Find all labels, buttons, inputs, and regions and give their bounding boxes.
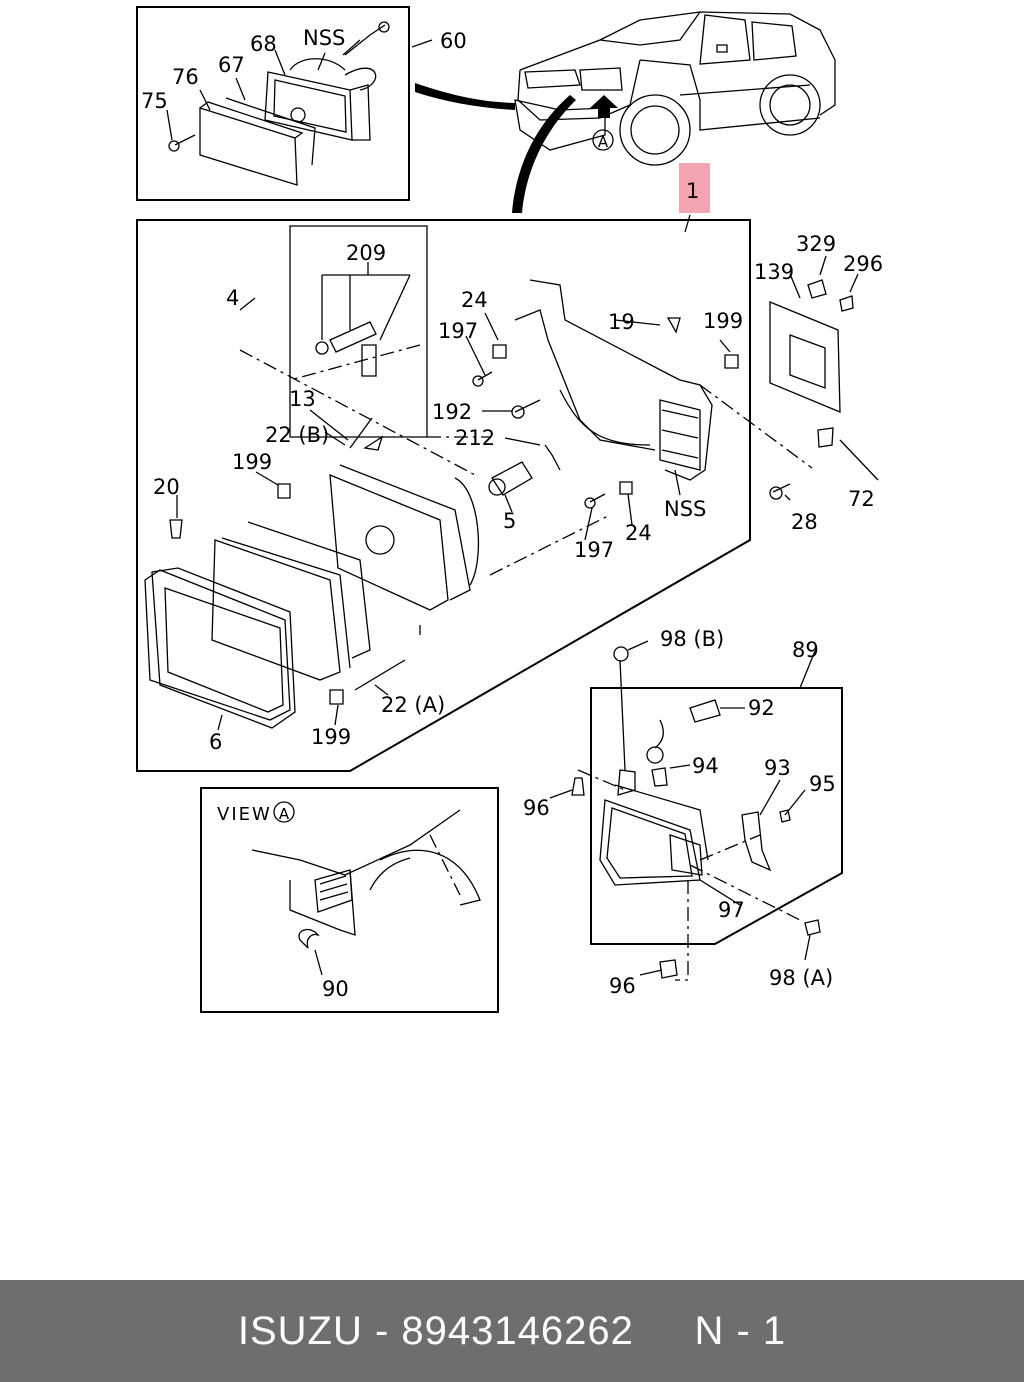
headlamp-parts xyxy=(144,279,854,729)
turn-signal-hidden-lines xyxy=(577,769,801,981)
view-a-arrow-icon xyxy=(590,95,618,118)
callout-296: 296 xyxy=(843,252,883,276)
view-a-frame xyxy=(200,787,499,1013)
footer-brand: ISUZU xyxy=(237,1308,363,1353)
callout-90: 90 xyxy=(322,977,349,1001)
callout-22a: 22 (A) xyxy=(381,693,445,717)
callout-28: 28 xyxy=(791,510,818,534)
vehicle-illustration xyxy=(514,11,836,166)
callout-199-left: 199 xyxy=(232,450,272,474)
callout-197-top: 197 xyxy=(438,319,478,343)
callout-6: 6 xyxy=(209,730,222,754)
callout-nss-fog: NSS xyxy=(303,26,345,50)
callout-96-bottom: 96 xyxy=(609,974,636,998)
view-marker: A xyxy=(279,805,290,823)
callout-1: 1 xyxy=(686,179,699,203)
view-a-hidden-lines xyxy=(429,834,461,896)
callout-96-left: 96 xyxy=(523,796,550,820)
fog-lamp-inset-frame xyxy=(136,6,410,201)
callout-24-top: 24 xyxy=(461,288,488,312)
headlamp-assembly-frame xyxy=(136,219,751,772)
fog-lamp-pointer xyxy=(415,83,515,110)
callout-329: 329 xyxy=(796,232,836,256)
callout-4: 4 xyxy=(226,286,239,310)
callout-199-bottom: 199 xyxy=(311,725,351,749)
callout-212: 212 xyxy=(455,426,495,450)
callout-199-right: 199 xyxy=(703,309,743,333)
callout-197-bottom: 197 xyxy=(574,538,614,562)
hidden-lines xyxy=(239,344,813,635)
callout-76: 76 xyxy=(172,65,199,89)
callout-95: 95 xyxy=(809,772,836,796)
callout-98a: 98 (A) xyxy=(769,966,833,990)
callout-20: 20 xyxy=(153,475,180,499)
part-1-highlight xyxy=(679,163,710,213)
footer-page: N - 1 xyxy=(694,1308,787,1353)
callout-68: 68 xyxy=(250,32,277,56)
callout-labels: 60 NSS 68 67 76 75 1 209 4 13 22 (B) 199… xyxy=(141,26,883,1001)
part-number-footer: ISUZU - 8943146262 N - 1 xyxy=(0,1280,1024,1382)
callout-192: 192 xyxy=(432,400,472,424)
callout-89: 89 xyxy=(792,638,819,662)
headlamp-pointer xyxy=(512,95,576,213)
view-label: VIEW xyxy=(217,804,272,825)
fog-lamp-parts xyxy=(168,21,390,186)
callout-19: 19 xyxy=(608,310,635,334)
callout-nss-bracket: NSS xyxy=(664,497,706,521)
callout-97: 97 xyxy=(718,898,745,922)
callout-75: 75 xyxy=(141,89,168,113)
callout-24-bottom: 24 xyxy=(625,521,652,545)
callout-22b: 22 (B) xyxy=(265,423,329,447)
view-a-detail xyxy=(251,809,481,976)
callout-13: 13 xyxy=(289,387,316,411)
callout-94: 94 xyxy=(692,754,719,778)
callout-92: 92 xyxy=(748,696,775,720)
callout-98b: 98 (B) xyxy=(660,627,724,651)
footer-separator: - xyxy=(374,1308,390,1353)
callout-60: 60 xyxy=(440,29,467,53)
footer-part-number: 8943146262 xyxy=(401,1308,634,1353)
turn-signal-frame xyxy=(590,687,843,945)
callout-67: 67 xyxy=(218,53,245,77)
parts-diagram: A xyxy=(136,6,883,1013)
callout-5: 5 xyxy=(503,509,516,533)
callout-139: 139 xyxy=(754,260,794,284)
arrow-marker: A xyxy=(598,133,609,151)
leader-lines xyxy=(166,39,879,731)
callout-72: 72 xyxy=(848,487,875,511)
turn-signal-parts xyxy=(549,640,821,979)
callout-209: 209 xyxy=(346,241,386,265)
callout-93: 93 xyxy=(764,756,791,780)
